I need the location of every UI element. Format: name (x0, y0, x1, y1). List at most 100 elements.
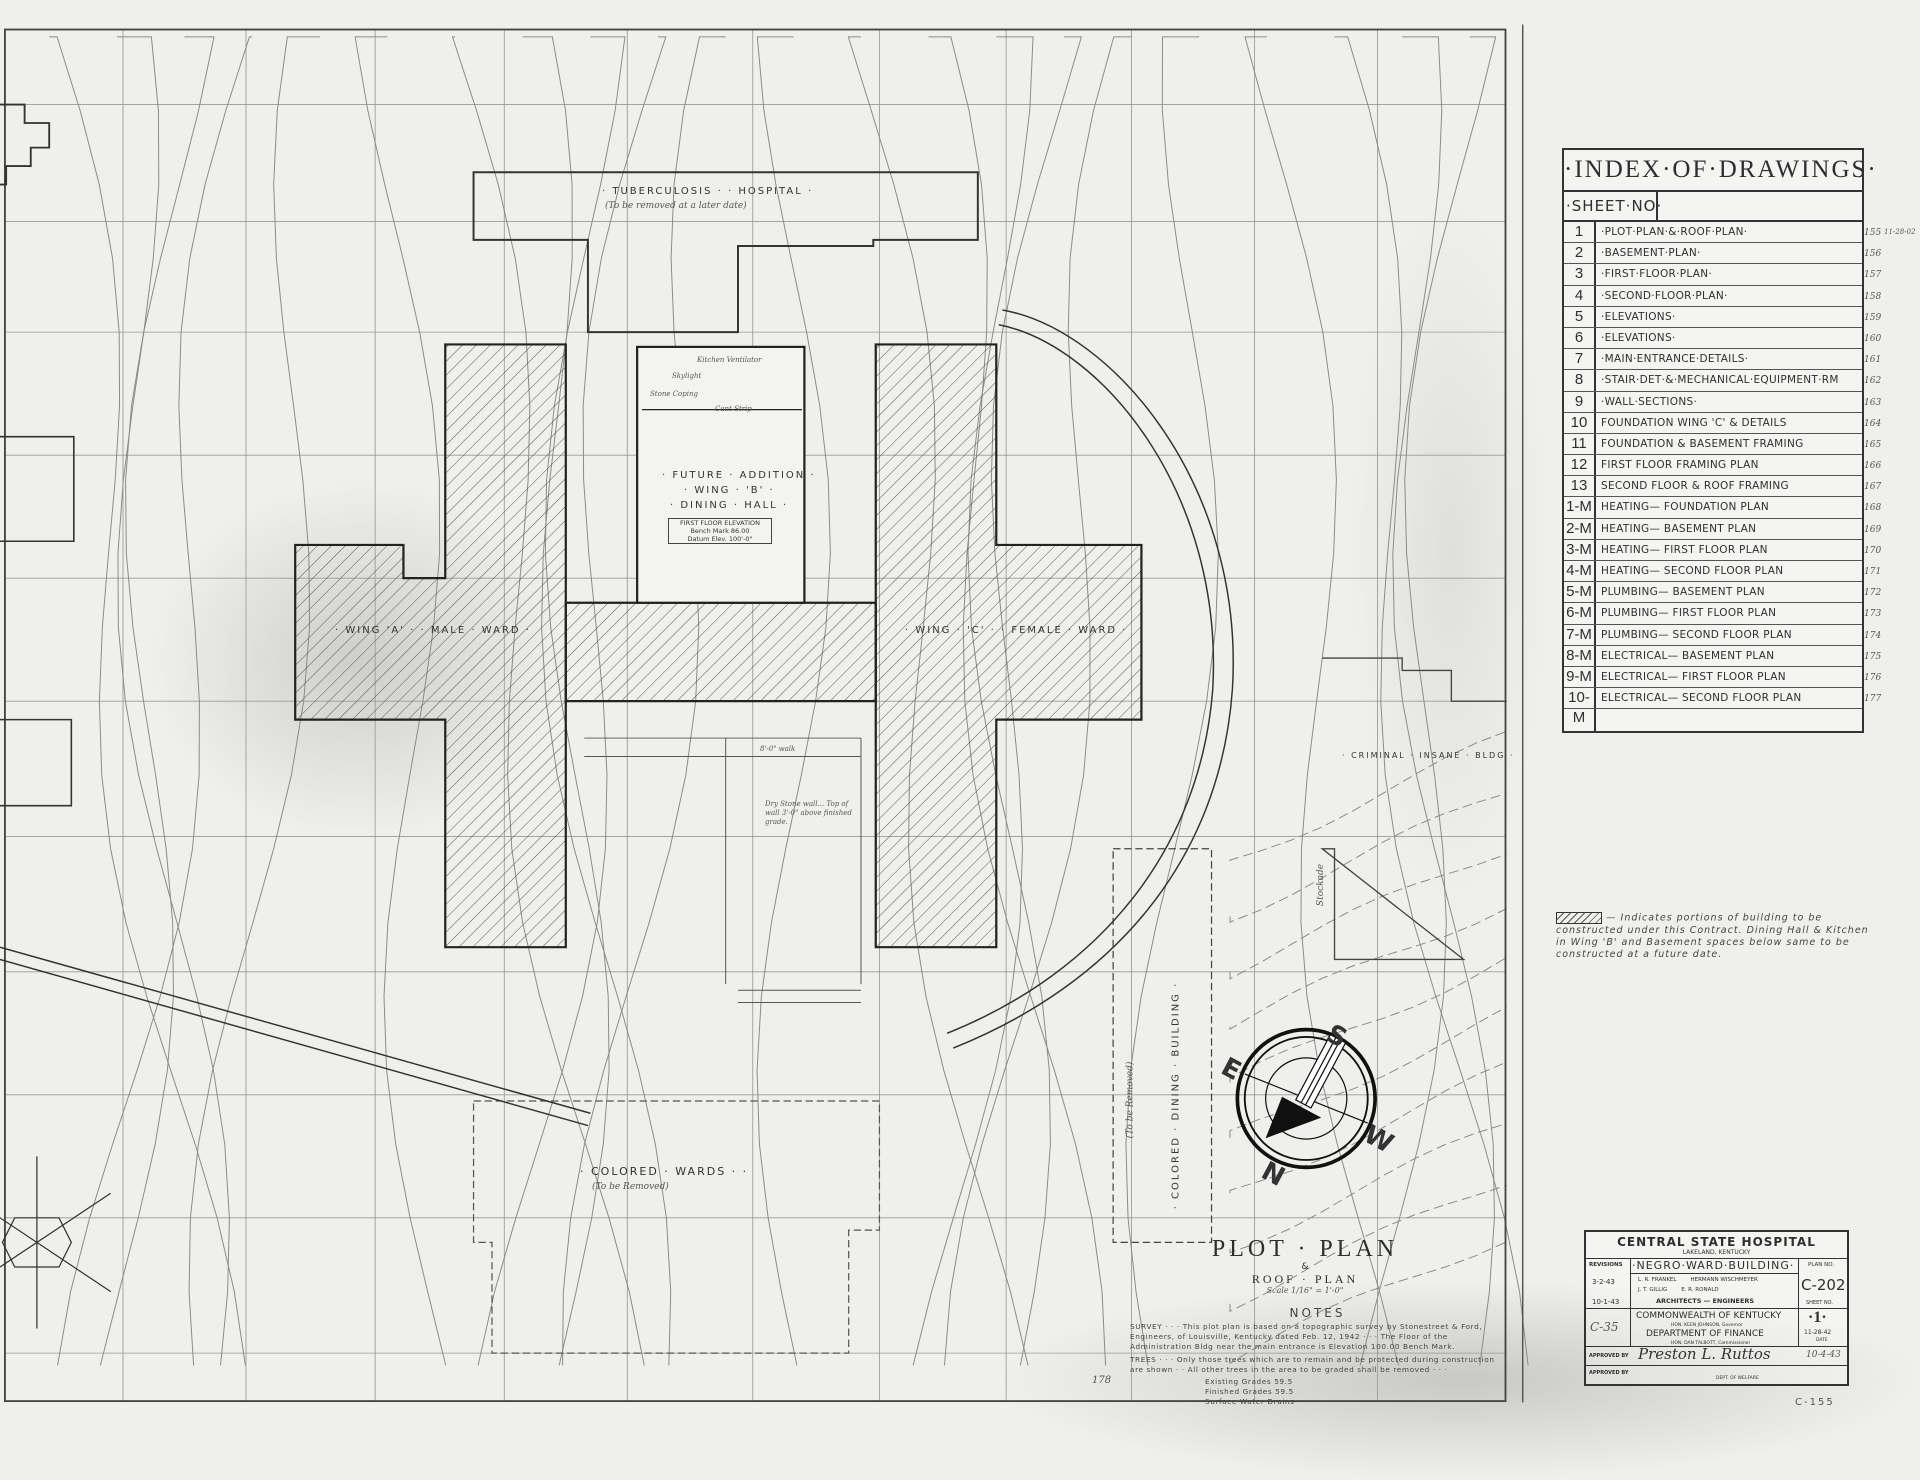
index-of-drawings: ·INDEX·OF·DRAWINGS· ·SHEET·NO· 1 ·PLOT·P… (1562, 148, 1881, 734)
wing-b-label: · WING · 'B' · (684, 485, 775, 496)
sheet-reference: 177 (1864, 694, 1882, 705)
sheet-reference: 159 (1864, 312, 1882, 323)
sheet-reference: 173 (1864, 609, 1882, 620)
sheet-number: 7 (1564, 349, 1596, 370)
index-row: 13 SECOND FLOOR & ROOF FRAMING 167 (1564, 476, 1881, 498)
cant-strip-label: Cant Strip (715, 405, 752, 413)
contour-line (1229, 1061, 1507, 1194)
colored-wards-label: · COLORED · WARDS · · (580, 1165, 749, 1178)
sheet-number: 5-M (1564, 582, 1596, 603)
architects-names-2: J. T. GILLIG E. R. RONALD (1638, 1287, 1719, 1293)
legend-text: — Indicates portions of building to be c… (1556, 912, 1869, 960)
sheet-title: HEATING— BASEMENT PLAN (1601, 522, 1757, 535)
sheet-reference: 172 (1864, 588, 1882, 599)
sheet-reference: 167 (1864, 482, 1882, 493)
building-outline-top-left (0, 103, 51, 186)
index-row: 1 ·PLOT·PLAN·&·ROOF·PLAN· 155 (1564, 222, 1881, 244)
negro-ward-building (294, 343, 1143, 949)
sheet-title: PLUMBING— FIRST FLOOR PLAN (1601, 607, 1777, 620)
bench-mark: Bench Mark 86.00 (690, 527, 750, 535)
sheet-number: 2-M (1564, 518, 1596, 539)
sheet-reference: 169 (1864, 524, 1882, 535)
index-row: 7-M PLUMBING— SECOND FLOOR PLAN 174 (1564, 624, 1881, 646)
notes-heading: NOTES (1289, 1306, 1346, 1320)
sheet-reference: 176 (1864, 672, 1882, 683)
sheet-title: ·BASEMENT·PLAN· (1601, 247, 1701, 260)
contour-line (1229, 956, 1507, 1083)
index-row: 8-M ELECTRICAL— BASEMENT PLAN 175 (1564, 645, 1881, 667)
contour-line (1229, 1184, 1507, 1313)
drawing-title-block: PLOT · PLAN & ROOF · PLAN Scale 1/16" = … (1200, 1236, 1410, 1296)
finished-grades-legend: Finished Grades 59.5 (1205, 1387, 1294, 1396)
wing-b-future-addition (636, 345, 806, 604)
existing-grades-legend: Existing Grades 59.5 (1205, 1377, 1293, 1386)
index-row: 4 ·SECOND·FLOOR·PLAN· 158 (1564, 285, 1881, 307)
drawing-date: 11-28-42 (1804, 1329, 1832, 1336)
commonwealth: COMMONWEALTH OF KENTUCKY (1636, 1311, 1782, 1321)
sheet-title: FOUNDATION WING 'C' & DETAILS (1601, 416, 1787, 429)
contour-line (1229, 1006, 1507, 1138)
building-name: ·NEGRO·WARD·BUILDING· (1632, 1259, 1795, 1272)
north-arrow-compass (1235, 1027, 1377, 1170)
sheet-number: 8-M (1564, 645, 1596, 666)
sheet-number: ·1· (1808, 1309, 1827, 1326)
title-block: CENTRAL STATE HOSPITAL LAKELAND, KENTUCK… (1584, 1230, 1849, 1386)
sheet-title: SECOND FLOOR & ROOF FRAMING (1601, 480, 1789, 493)
sheet-number: 6 (1564, 327, 1596, 349)
index-row: 7 ·MAIN·ENTRANCE·DETAILS· 161 (1564, 349, 1881, 371)
kitchen-ventilator-label: Kitchen Ventilator (697, 356, 762, 364)
surface-drains-legend: Surface Water Drains (1205, 1397, 1295, 1406)
governor: HON. KEEN JOHNSON, Governor (1671, 1323, 1743, 1328)
index-row: 3-M HEATING— FIRST FLOOR PLAN 170 (1564, 539, 1881, 561)
sheet-number: 4 (1564, 285, 1596, 306)
sheet-number: 2 (1564, 243, 1596, 264)
connecting-link (564, 601, 877, 703)
plan-no-label: PLAN NO. (1808, 1262, 1835, 1268)
drawing-border (3, 28, 1507, 1403)
sheet-title: ·PLOT·PLAN·&·ROOF·PLAN· (1601, 226, 1748, 238)
sheet-title: ELECTRICAL— BASEMENT PLAN (1601, 649, 1775, 662)
contour-line (1229, 792, 1507, 923)
contour-line (1229, 908, 1507, 1030)
index-row: 3 ·FIRST·FLOOR·PLAN· 157 (1564, 264, 1881, 286)
margin-number: 178 (1092, 1375, 1112, 1386)
contour-line (1244, 36, 1399, 1366)
sheet-reference: 174 (1864, 630, 1882, 641)
sheet-title: HEATING— FOUNDATION PLAN (1601, 501, 1769, 514)
sheet-title: ELECTRICAL— FIRST FLOOR PLAN (1601, 670, 1786, 683)
index-row: 12 FIRST FLOOR FRAMING PLAN 166 (1564, 455, 1881, 477)
tuberculosis-hospital-note: (To be removed at a later date) (605, 201, 747, 211)
index-row: 9-M ELECTRICAL— FIRST FLOOR PLAN 176 (1564, 666, 1881, 689)
sheet-no-header: ·SHEET·NO· (1564, 192, 1661, 220)
hatch-swatch (1556, 912, 1602, 924)
sheet-title: ELECTRICAL— SECOND FLOOR PLAN (1601, 692, 1802, 705)
sheet-title: ·WALL·SECTIONS· (1601, 395, 1698, 408)
dept-welfare-label: DEPT. OF WELFARE (1716, 1376, 1759, 1381)
sheet-reference: 171 (1864, 567, 1882, 577)
sheet-reference: 163 (1864, 397, 1882, 408)
sheet-reference: 170 (1864, 545, 1882, 556)
approved-by-label-2: APPROVED BY (1589, 1370, 1629, 1376)
dry-stone-wall-note: Dry Stone wall... Top of wall 3'-0" abov… (765, 800, 852, 826)
sheet-number: 10-M (1564, 688, 1596, 726)
building-outline-left-2 (0, 718, 73, 807)
colored-dining-note: (To be Removed) (1125, 1061, 1136, 1139)
hatch-legend: — Indicates portions of building to be c… (1556, 912, 1881, 961)
sheet-reference: 158 (1864, 291, 1882, 302)
sheet-reference: 164 (1864, 418, 1882, 429)
sheet-number: 10 (1564, 412, 1596, 433)
sheet-title: ·ELEVATIONS· (1601, 331, 1676, 344)
drawing-subtitle: ROOF · PLAN (1251, 1272, 1359, 1286)
walk-label: 8'-0" walk (760, 745, 796, 753)
topographic-contours (49, 36, 1529, 1366)
sheet-title: FIRST FLOOR FRAMING PLAN (1601, 459, 1759, 472)
contour-line (49, 36, 246, 1366)
architects-role: ARCHITECTS — ENGINEERS (1656, 1297, 1755, 1305)
sheet-number: 9 (1564, 391, 1596, 412)
sheet-reference: 168 (1864, 503, 1882, 514)
architects-names-1: L. R. FRANKEL HERMANN WISCHMEYER (1638, 1277, 1758, 1283)
contour-line (1229, 1241, 1507, 1365)
contour-line (1229, 1122, 1507, 1254)
sheet-reference: 161 (1864, 355, 1882, 366)
wing-a-label: · WING 'A' · · MALE · WARD · (335, 625, 531, 636)
